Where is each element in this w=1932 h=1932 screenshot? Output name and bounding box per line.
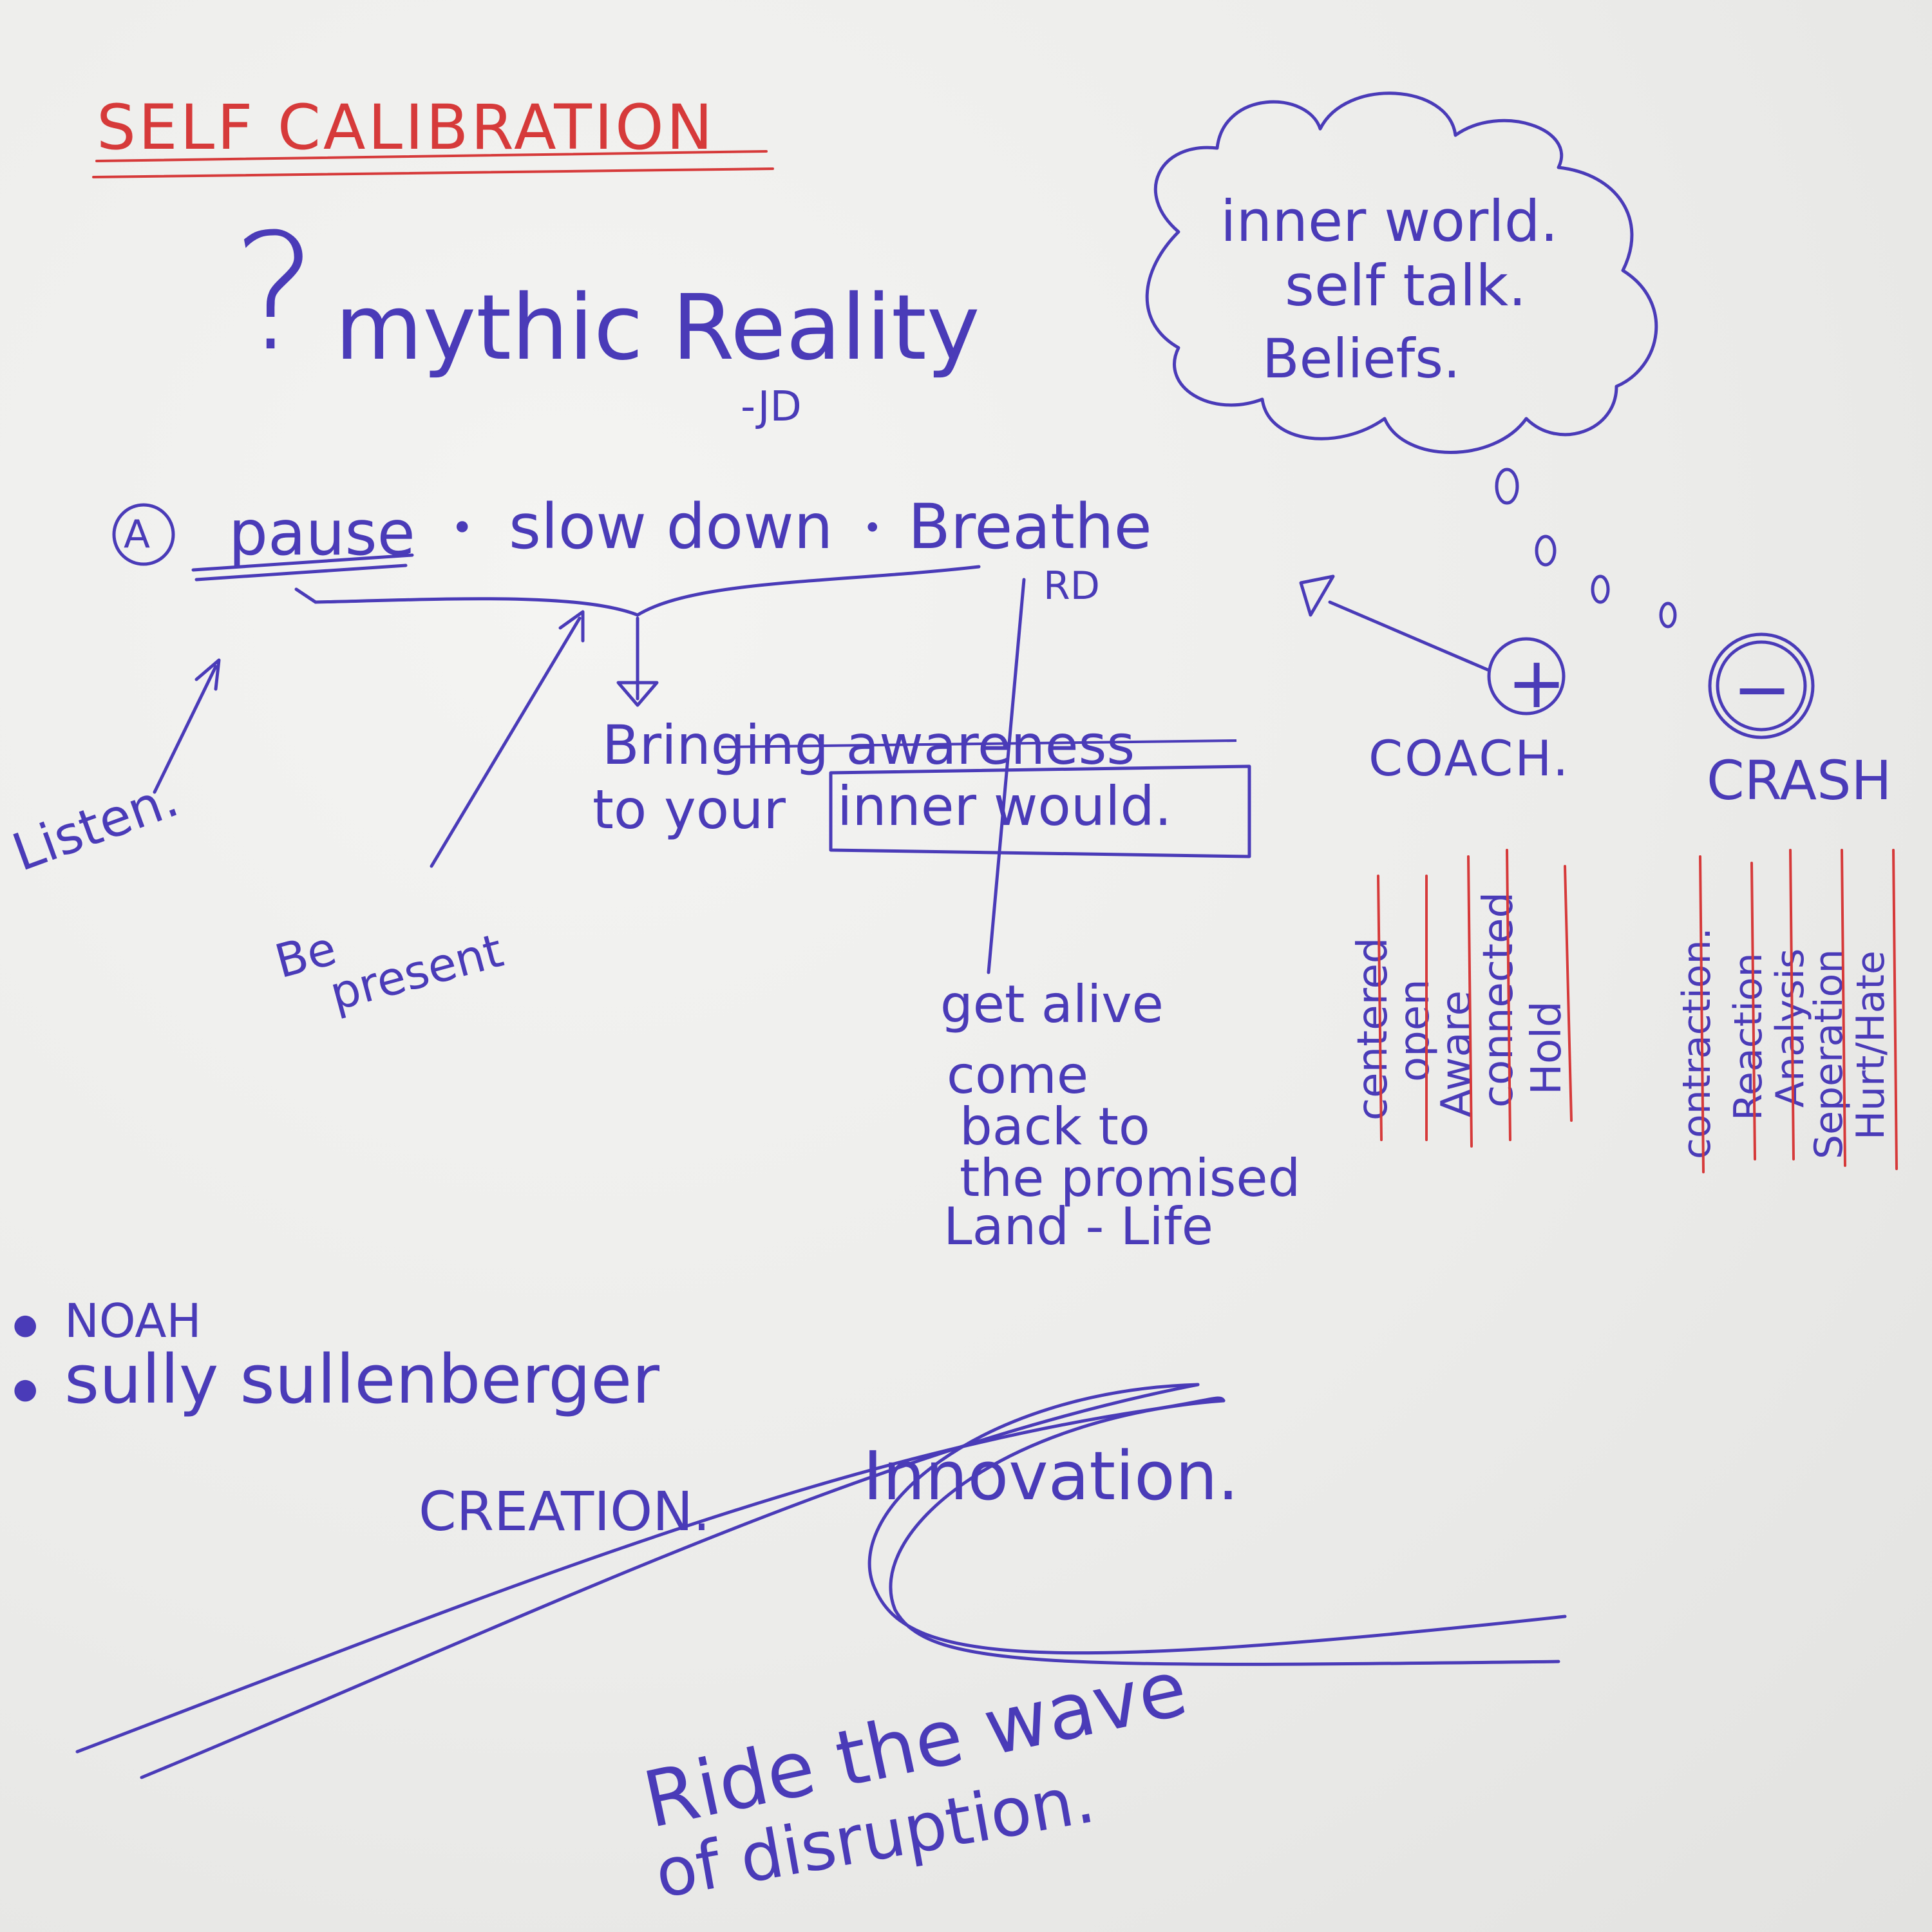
- coach-plus-circle: [1487, 637, 1566, 715]
- example-bullet-1: ●: [13, 1308, 38, 1341]
- cloud-line-self-talk: self talk.: [1285, 252, 1527, 319]
- get-alive-line-2: come: [947, 1045, 1089, 1105]
- innovation-label: Innovation.: [863, 1437, 1239, 1515]
- example-bullet-2: ●: [13, 1372, 38, 1405]
- down-arrow: [616, 616, 659, 707]
- step-slow-down: slow down: [509, 491, 833, 563]
- thought-cloud: [1145, 91, 1658, 454]
- step-marker-a: A: [124, 512, 151, 557]
- step-bullet-1: •: [451, 506, 474, 551]
- awareness-line-2-prefix: to your: [592, 778, 786, 841]
- cloud-line-beliefs: Beliefs.: [1262, 327, 1461, 390]
- mythic-reality-heading: mythic Reality: [335, 276, 980, 381]
- coach-red-lines: [1377, 849, 1573, 1148]
- wave-line-lower: [140, 1383, 1200, 1779]
- get-alive-line-4: the promised: [960, 1148, 1301, 1208]
- get-alive-line-1: get alive: [940, 974, 1164, 1034]
- coach-plus-symbol: +: [1507, 641, 1567, 724]
- title-underline: [92, 150, 774, 178]
- creation-label: CREATION.: [419, 1480, 710, 1543]
- get-alive-line-3: back to: [960, 1097, 1150, 1157]
- listen-arrow: [153, 658, 221, 794]
- wave-line-upper: [75, 1396, 1226, 1754]
- thought-bubble-2: [1535, 535, 1557, 567]
- pause-underline: [191, 553, 414, 582]
- step-breathe: Breathe: [908, 491, 1152, 563]
- coach-arrow: [1299, 574, 1490, 672]
- rd-line: [987, 578, 1026, 974]
- step-bullet-2: •: [863, 509, 882, 547]
- get-alive-line-5: Land - Life: [943, 1197, 1213, 1256]
- crash-minus-circle: [1708, 632, 1815, 739]
- crash-red-lines: [1699, 849, 1898, 1173]
- crash-label: CRASH: [1707, 749, 1892, 812]
- awareness-strikethrough: [721, 739, 1237, 748]
- thought-bubble-4: [1659, 601, 1677, 629]
- page-title: SELF CALIBRATION: [97, 91, 715, 164]
- mythic-credit: -JD: [741, 383, 802, 431]
- cloud-line-inner-world: inner world.: [1220, 188, 1558, 254]
- thought-bubble-1: [1495, 468, 1519, 505]
- question-mark: ?: [232, 199, 317, 386]
- thought-bubble-3: [1591, 574, 1610, 604]
- wave-curl: [867, 1383, 1567, 1655]
- crash-minus-symbol: −: [1732, 648, 1792, 730]
- wave-curl-inner: [889, 1399, 1560, 1666]
- rd-credit: RD: [1043, 564, 1100, 609]
- steps-brace: [294, 565, 981, 617]
- be-present-arrow: [430, 610, 585, 868]
- example-sully: sully sullenberger: [64, 1340, 659, 1419]
- inner-world-box: [829, 764, 1251, 858]
- coach-label: COACH.: [1368, 730, 1571, 787]
- step-a-circle: [112, 503, 175, 566]
- example-noah: NOAH: [64, 1294, 202, 1348]
- step-pause: pause: [229, 497, 415, 569]
